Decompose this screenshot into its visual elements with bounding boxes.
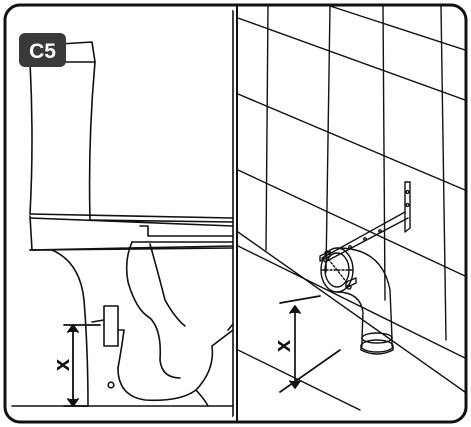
elbow-pipe bbox=[336, 247, 394, 355]
toilet-bowl bbox=[29, 241, 234, 407]
outlet-spigot bbox=[103, 305, 119, 347]
step-badge: C5 bbox=[19, 33, 66, 67]
diagram-frame bbox=[3, 3, 468, 424]
seat bbox=[29, 215, 234, 251]
fixing-hole bbox=[107, 381, 115, 389]
right-dimension-label: x bbox=[270, 339, 295, 352]
left-dimension-indicator bbox=[63, 324, 101, 407]
left-dimension-label: x bbox=[49, 358, 74, 371]
step-badge-label: C5 bbox=[29, 40, 56, 63]
right-dimension-indicator bbox=[279, 295, 341, 393]
right-panel bbox=[238, 6, 465, 411]
wall-tiles bbox=[238, 6, 465, 359]
